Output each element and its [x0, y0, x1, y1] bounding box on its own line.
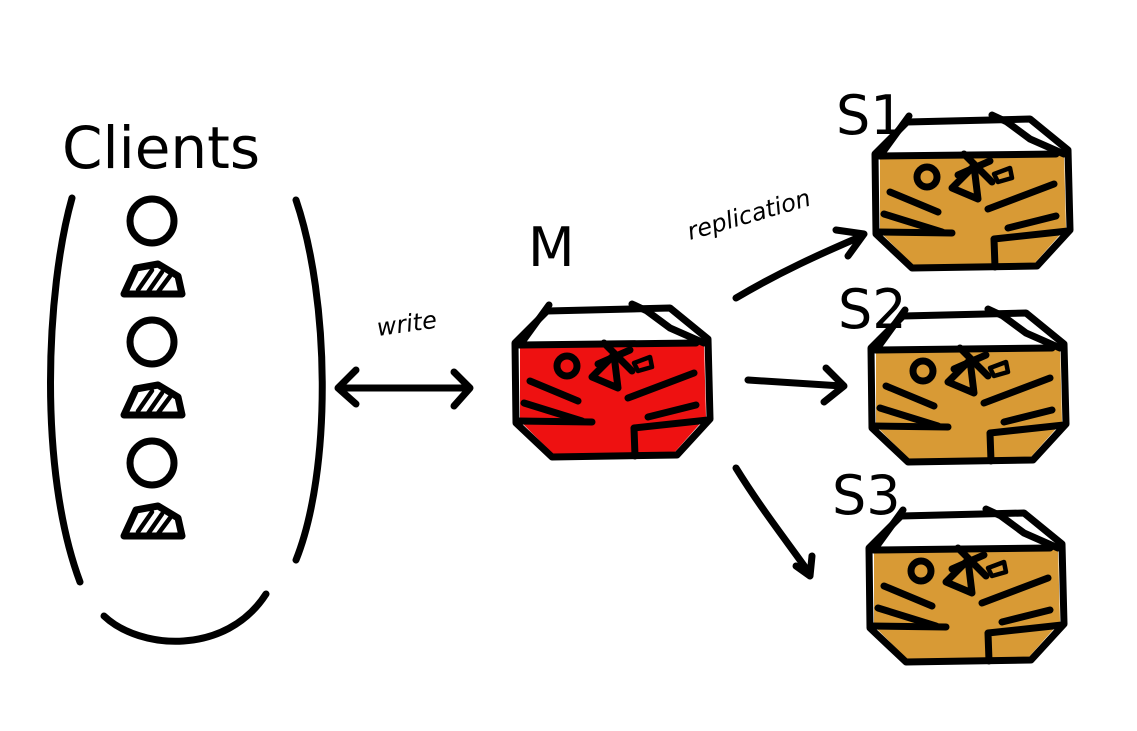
clients-bottom-curve [100, 590, 270, 645]
clients-right-bracket [292, 196, 326, 564]
replication-arrow-s2 [744, 364, 848, 406]
clients-left-bracket [47, 194, 84, 586]
replication-arrow-s1 [732, 226, 868, 302]
replica-db-icon-s2 [871, 309, 1066, 462]
client-user-icon [120, 437, 186, 540]
replica-label-s3: S3 [832, 464, 901, 527]
replica-db-icon-s3 [869, 509, 1064, 662]
master-db-icon [515, 304, 710, 457]
write-label: write [375, 306, 439, 342]
write-arrow [334, 366, 474, 410]
client-user-icon [120, 195, 186, 298]
client-user-icon [120, 316, 186, 419]
replica-db-icon-s1 [875, 115, 1070, 268]
clients-title: Clients [62, 114, 260, 182]
master-label: M [528, 216, 575, 279]
replication-arrow-s3 [732, 464, 816, 580]
replica-label-s2: S2 [838, 278, 907, 341]
replication-label: replication [684, 184, 814, 246]
